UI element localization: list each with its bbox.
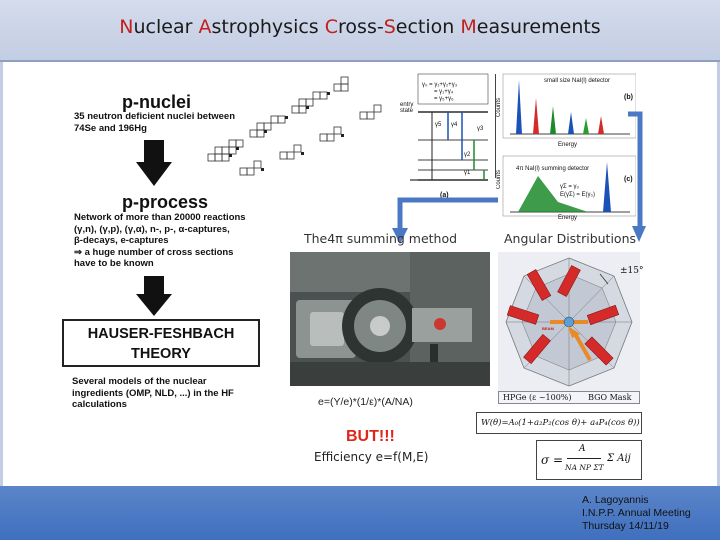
- hauser-feshbach-box: HAUSER-FESHBACH THEORY: [62, 319, 260, 367]
- sigma-lhs: σ =: [541, 453, 564, 467]
- energy-label-b: Energy: [558, 142, 578, 148]
- scheme-eq3: = γ₅+γ₆: [434, 96, 454, 102]
- entry-state-label: entry state: [400, 102, 414, 114]
- detector-array-figure: ±15° BEAM: [498, 252, 644, 392]
- gamma4-label: γ4: [451, 122, 458, 128]
- pnuclei-heading: p-nuclei: [122, 92, 192, 112]
- down-arrow-2: [136, 276, 172, 316]
- angular-distributions-caption: Angular Distributions: [504, 231, 637, 246]
- nai-4pi-label: 4π NaI(l) summing detector: [516, 166, 590, 172]
- gamma2-label: γ2: [464, 152, 471, 158]
- label-a: (a): [440, 192, 449, 199]
- detector-photo: [290, 252, 490, 386]
- detector-array-svg: [505, 257, 633, 387]
- gamma1-label: γ1: [464, 170, 471, 176]
- down-arrow-1: [136, 140, 172, 186]
- hpge-legend: HPGe (ε ~100%): [503, 393, 572, 402]
- bgo-legend: BGO Mask: [588, 393, 632, 402]
- nai-small-label: small size NaI(l) detector: [544, 78, 611, 84]
- sigma-numerator: A: [579, 444, 586, 454]
- label-c: (c): [624, 176, 633, 183]
- pprocess-heading: p-process: [122, 192, 209, 212]
- cross-section-formula: σ = A NA NP ΣΤ Σ Aij: [536, 440, 642, 480]
- slide-title: Nuclear Astrophysics Cross-Section Measu…: [119, 16, 601, 38]
- angle-label: ±15°: [620, 266, 644, 276]
- footer-text: A. Lagoyannis I.N.P.P. Annual Meeting Th…: [582, 494, 691, 532]
- level-scheme-figure: γ₀ = γ₁+γ₂+γ₃ = γ₁+γ₄ = γ₅+γ₆ entry stat…: [398, 72, 637, 222]
- nuclide-chart-graphic: [207, 76, 382, 176]
- gamma5-label: γ5: [435, 122, 442, 128]
- fraction-bar: [567, 458, 601, 459]
- detector-photo-svg: [290, 252, 490, 386]
- scheme-eq2: = γ₁+γ₄: [434, 89, 454, 95]
- footer-bar: [0, 486, 720, 540]
- detector-legend: HPGe (ε ~100%) BGO Mask: [498, 391, 640, 404]
- angular-distribution-formula: W(θ)=A₀(1+a₂P₂(cos θ)+ a₄P₄(cos θ)): [476, 412, 642, 434]
- sum-eq2: E(γΣ) = E(γ₀): [560, 192, 596, 198]
- level-scheme-svg: [410, 73, 637, 217]
- beam-label: BEAM: [542, 326, 554, 331]
- sum-eq1: γΣ = γ₀: [560, 184, 580, 190]
- pnuclei-text: 35 neutron deficient nuclei between 74Se…: [74, 111, 236, 134]
- models-text: Several models of the nuclear ingredient…: [72, 376, 234, 410]
- blue-arrows: [392, 111, 646, 244]
- efficiency-dependence: Efficiency e=f(M,E): [314, 450, 429, 464]
- but-warning: BUT!!!: [346, 428, 395, 445]
- efficiency-formula: e=(Y/e)*(1/ε)*(A/NA): [318, 396, 413, 408]
- sigma-sum: Σ Aij: [607, 453, 631, 464]
- label-b: (b): [624, 94, 633, 101]
- summing-method-caption: The4π summing method: [304, 231, 458, 246]
- energy-label-c: Energy: [558, 215, 578, 221]
- gamma3-label: γ3: [477, 126, 484, 132]
- title-bar: [0, 0, 720, 62]
- pprocess-text: Network of more than 20000 reactions (γ,…: [74, 212, 246, 269]
- scheme-eq1: γ₀ = γ₁+γ₂+γ₃: [422, 82, 458, 88]
- sigma-denominator: NA NP ΣΤ: [565, 463, 604, 472]
